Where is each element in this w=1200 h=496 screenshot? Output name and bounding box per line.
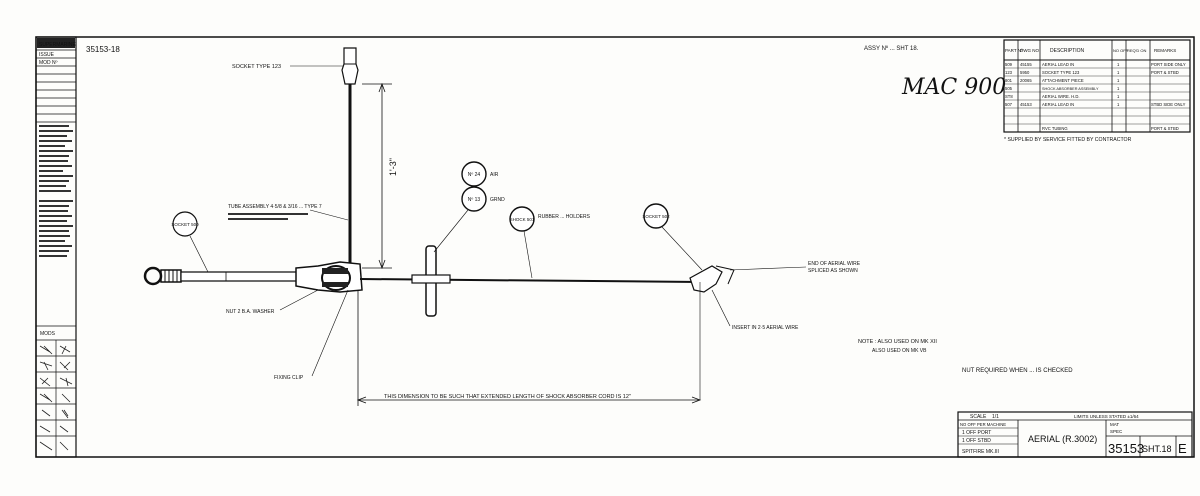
- eye-terminal: [143, 266, 163, 286]
- th-part: PART Nº: [1005, 48, 1023, 53]
- revision-strip: SUPERMARINE ISSUE MOD Nº: [35, 36, 77, 458]
- balloon-mid-side: RUBBER ... HOLDERS: [538, 214, 591, 220]
- row5-desc: AERIAL LEAD IN: [1042, 102, 1074, 107]
- row0-part: 509: [1005, 62, 1013, 67]
- row5-remarks: STBD SIDE ONLY: [1151, 102, 1186, 107]
- tb-row3: 1 OFF STBD: [962, 438, 991, 444]
- th-description: DESCRIPTION: [1050, 48, 1085, 54]
- spring-coil: [160, 269, 182, 283]
- balloon-right: [643, 203, 669, 229]
- note-line-2: ALSO USED ON MK VB: [872, 348, 927, 354]
- bottom-dimension: [356, 290, 702, 406]
- note-line-3: NUT REQUIRED WHEN ... IS CHECKED: [962, 368, 1073, 374]
- strip-mods-label: MODS: [40, 331, 56, 337]
- sheet-reference: ASSY Nº ... SHT 18.: [864, 45, 919, 52]
- callout-fixing-clip: FIXING CLIP: [274, 375, 304, 381]
- strip-header-1: SUPERMARINE: [39, 42, 76, 48]
- tb-mat: MAT: [1110, 422, 1119, 427]
- balloon-lower: [461, 186, 487, 212]
- row3-desc: SHOCK ABSORBER ASSEMBLY: [1042, 87, 1099, 91]
- callout-tube-note: TUBE ASSEMBLY 4·5/8 & 3/16 ... TYPE 7: [228, 204, 322, 210]
- row3-qty: 1: [1117, 86, 1120, 91]
- scale-label: SCALE: [970, 414, 987, 420]
- parts-table: PART Nº DWG NO DESCRIPTION NO OFF REQ'D …: [1003, 39, 1191, 133]
- row0-dwg: 45155: [1020, 62, 1032, 67]
- balloon-right-label: SOCKET 502: [642, 214, 670, 219]
- tb-dwg-number: 35153: [1108, 441, 1144, 456]
- balloon-upper-side: AIR: [490, 172, 499, 178]
- tb-row2: 1 OFF PORT: [962, 430, 991, 436]
- lead-in-rod: [180, 271, 301, 282]
- row0-remarks: PORT SIDE ONLY: [1151, 62, 1186, 67]
- tb-title: AERIAL (R.3002): [1028, 434, 1097, 444]
- handwritten-note: MAC 900: [901, 75, 1006, 100]
- row1-part: 123: [1005, 70, 1013, 75]
- th-no-off: NO OFF: [1113, 48, 1129, 53]
- top-socket: [341, 47, 359, 85]
- balloon-left: [172, 211, 198, 237]
- row5-qty: 1: [1117, 102, 1120, 107]
- row2-part: 801: [1005, 78, 1013, 83]
- row0-qty: 1: [1117, 62, 1120, 67]
- row3-part: 505: [1005, 86, 1013, 91]
- supplied-note: * SUPPLIED BY SERVICE FITTED BY CONTRACT…: [1004, 137, 1132, 143]
- th-remarks: REMARKS: [1154, 48, 1176, 53]
- tb-sheet: SHT.18: [1142, 444, 1172, 454]
- row8-remarks: PORT & STBD: [1151, 126, 1179, 131]
- row5-part: 507: [1005, 102, 1013, 107]
- limits: LIMITS UNLESS STATED ±1/64: [1074, 414, 1139, 419]
- vertical-dimension: [362, 82, 392, 270]
- row1-desc: SOCKET TYPE 123: [1042, 70, 1080, 75]
- balloon-mid: [509, 206, 535, 232]
- end-note-2: SPLICED AS SHOWN: [808, 268, 858, 274]
- tb-machine: SPITFIRE MK.III: [962, 449, 999, 455]
- th-dwg: DWG NO: [1020, 48, 1039, 53]
- row2-qty: 1: [1117, 78, 1120, 83]
- strip-header-2: ISSUE: [39, 52, 55, 58]
- balloon-upper: [461, 161, 487, 187]
- bottom-dimension-label: THIS DIMENSION TO BE SUCH THAT EXTENDED …: [384, 394, 631, 400]
- tb-issue: E: [1178, 441, 1187, 456]
- balloon-lower-label: Nº 13: [468, 197, 481, 203]
- scale-value: 1/1: [992, 414, 999, 420]
- callout-nut-note: NUT 2 B.A. WASHER: [226, 309, 275, 315]
- row0-desc: AERIAL LEAD IN: [1042, 62, 1074, 67]
- note-line-1: NOTE : ALSO USED ON MK XII: [858, 339, 937, 345]
- insert-note: INSERT IN 2·5 AERIAL WIRE: [732, 325, 799, 331]
- end-note-1: END OF AERIAL WIRE: [808, 261, 861, 267]
- aerial-assembly: [143, 47, 735, 400]
- balloon-upper-label: Nº 24: [468, 172, 481, 178]
- callout-top-socket: SOCKET TYPE 123: [232, 64, 281, 70]
- row4-qty: 1: [1117, 94, 1120, 99]
- row1-qty: 1: [1117, 70, 1120, 75]
- tb-row1: NO OFF PER MACHINE: [960, 422, 1006, 427]
- row1-dwg: 5950: [1020, 70, 1030, 75]
- tb-spec: SPEC: [1110, 429, 1123, 434]
- balloon-lower-side: GRND: [490, 197, 505, 203]
- balloon-mid-label: SHOCK 501: [510, 217, 535, 222]
- row2-dwg: 20065: [1020, 78, 1032, 83]
- row1-remarks: PORT & STBD: [1151, 70, 1179, 75]
- row2-desc: ATTACHMENT PIECE: [1042, 78, 1084, 83]
- row5-dwg: 45153: [1020, 102, 1032, 107]
- row4-desc: AERIAL WIRE. H.D.: [1042, 94, 1080, 99]
- row4-part: ST8: [1005, 94, 1013, 99]
- strip-header-3: MOD Nº: [39, 60, 58, 66]
- row8-desc: RVC TUBING: [1042, 126, 1068, 131]
- end-fitting: [689, 265, 723, 293]
- th-reqd: REQ'D ON: [1127, 48, 1147, 53]
- aerial-wire: [359, 278, 701, 283]
- vertical-dimension-label: 1'-3": [388, 158, 398, 176]
- balloon-left-label: SOCKET 500: [171, 222, 199, 227]
- title-block: SCALE 1/1 LIMITS UNLESS STATED ±1/64 NO …: [957, 411, 1193, 458]
- drawing-number-topleft: 35153-18: [86, 45, 120, 54]
